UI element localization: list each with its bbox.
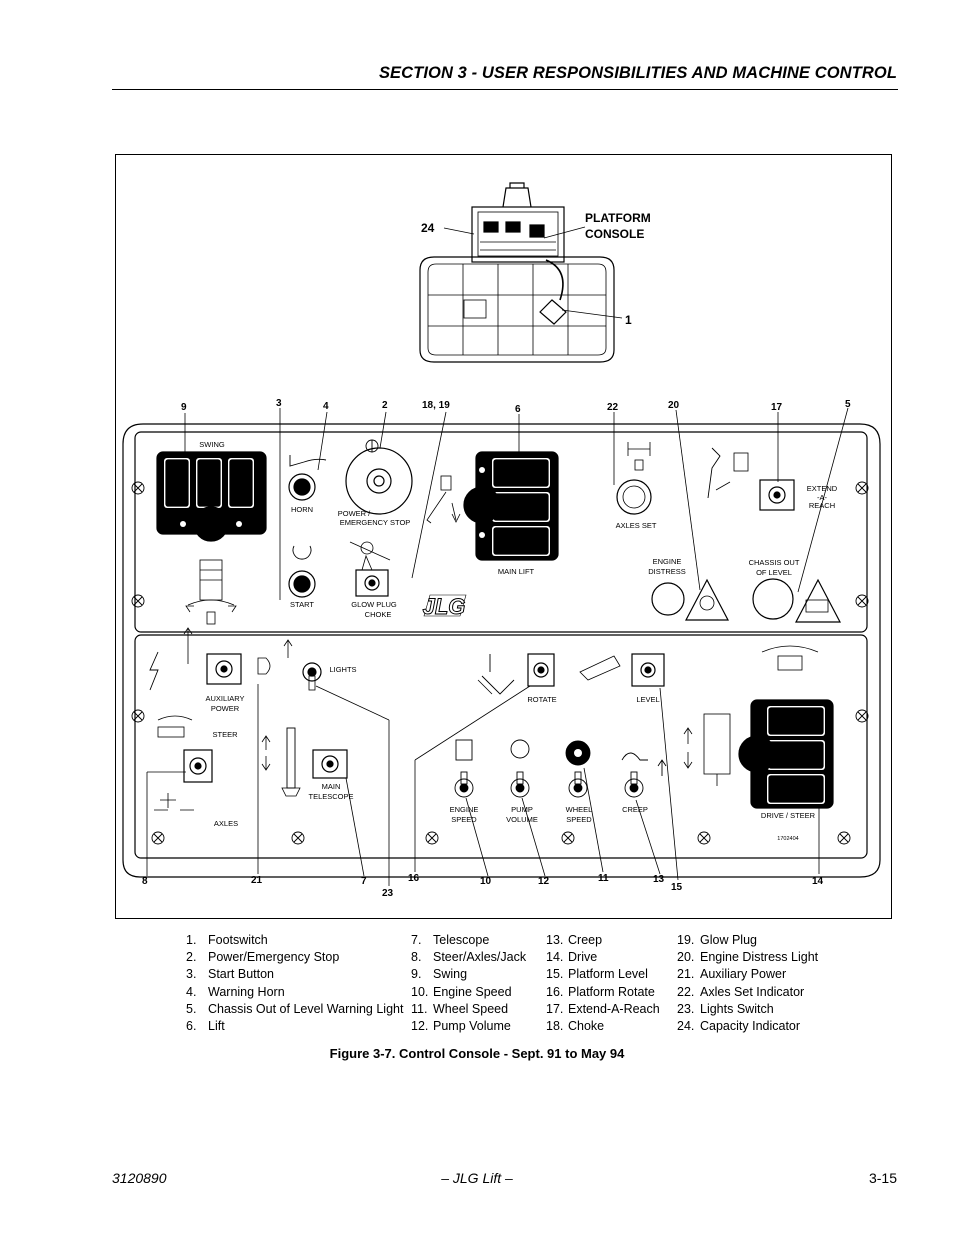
legend-column-2: 7.Telescope 8.Steer/Axles/Jack 9.Swing 1… <box>411 932 526 1035</box>
callout-1: 1 <box>625 313 632 327</box>
legend-item: 3.Start Button <box>186 967 275 982</box>
legend-item: 7.Telescope <box>411 933 490 947</box>
legend-item: 12.Pump Volume <box>411 1019 511 1034</box>
callout-14: 14 <box>812 876 824 887</box>
callout-5: 5 <box>845 399 851 410</box>
legend-item: 13.Creep <box>546 933 603 947</box>
callout-2: 2 <box>382 400 388 411</box>
page-number: 3-15 <box>868 1170 897 1186</box>
callout-3: 3 <box>276 398 282 409</box>
label-creep: CREEP <box>622 805 648 814</box>
callout-11: 11 <box>598 873 609 884</box>
label-aux-1: AUXILIARY <box>205 694 244 703</box>
legend-item: 21.Auxiliary Power <box>677 967 787 982</box>
callout-9: 9 <box>181 402 187 413</box>
callout-16: 16 <box>408 873 420 884</box>
label-axles: AXLES <box>214 819 238 828</box>
legend-item: 15.Platform Level <box>546 967 648 982</box>
header-rule <box>112 89 898 90</box>
callout-13: 13 <box>653 874 665 885</box>
ground-console-drawing <box>122 423 881 878</box>
legend-column-1: 1.Footswitch 2.Power/Emergency Stop 3.St… <box>186 932 403 1035</box>
callout-7: 7 <box>361 876 367 887</box>
document-number: 3120890 <box>112 1170 167 1186</box>
label-espeed-1: ENGINE <box>450 805 479 814</box>
legend-item: 23.Lights Switch <box>677 1001 774 1016</box>
label-chassis-2: OF LEVEL <box>756 568 792 577</box>
callout-10: 10 <box>480 876 492 887</box>
legend-item: 17.Extend-A-Reach <box>546 1001 660 1016</box>
legend-item: 10.Engine Speed <box>411 984 512 999</box>
callout-18-19: 18, 19 <box>422 400 450 411</box>
legend-item: 6.Lift <box>186 1019 225 1034</box>
platform-console-drawing <box>419 182 623 363</box>
legend-item: 1.Footswitch <box>186 933 268 947</box>
label-pump-1: PUMP <box>511 805 533 814</box>
label-engine-2: DISTRESS <box>648 567 686 576</box>
legend-item: 24.Capacity Indicator <box>677 1019 801 1034</box>
label-lights: LIGHTS <box>329 665 356 674</box>
callout-8: 8 <box>142 876 148 887</box>
legend-column-4: 19.Glow Plug 20.Engine Distress Light 21… <box>677 932 818 1035</box>
label-aux-2: POWER <box>211 704 240 713</box>
legend-item: 18.Choke <box>546 1019 605 1034</box>
legend-item: 5.Chassis Out of Level Warning Light <box>186 1001 404 1016</box>
label-level: LEVEL <box>636 695 659 704</box>
legend-item: 11.Wheel Speed <box>411 1001 509 1016</box>
callout-21: 21 <box>251 875 263 886</box>
figure-caption: Figure 3-7. Control Console - Sept. 91 t… <box>329 1046 625 1061</box>
label-power-2: EMERGENCY STOP <box>340 518 411 527</box>
label-glow-1: GLOW PLUG <box>351 600 397 609</box>
label-start: START <box>290 600 314 609</box>
label-extend-3: REACH <box>809 501 835 510</box>
legend-item: 8.Steer/Axles/Jack <box>411 950 527 965</box>
legend-item: 22.Axles Set Indicator <box>677 984 805 999</box>
callout-22: 22 <box>607 402 619 413</box>
label-pump-2: VOLUME <box>506 815 538 824</box>
label-power-1: POWER / <box>338 509 371 518</box>
legend-item: 9.Swing <box>411 967 468 982</box>
legend-item: 2.Power/Emergency Stop <box>186 950 340 965</box>
platform-label-1: PLATFORM <box>585 211 651 225</box>
label-main-lift: MAIN LIFT <box>498 567 535 576</box>
label-horn: HORN <box>291 505 313 514</box>
callout-20: 20 <box>668 400 680 411</box>
platform-label-2: CONSOLE <box>585 227 644 241</box>
jlg-logo: JLG <box>423 594 466 619</box>
label-rotate: ROTATE <box>527 695 556 704</box>
callout-17: 17 <box>771 402 783 413</box>
section-title: SECTION 3 - USER RESPONSIBILITIES AND MA… <box>378 64 897 82</box>
label-engine-1: ENGINE <box>653 557 682 566</box>
legend-item: 14.Drive <box>546 950 598 965</box>
footer-title: – JLG Lift – <box>441 1170 513 1186</box>
callout-23: 23 <box>382 888 394 899</box>
label-extend-1: EXTEND <box>807 484 838 493</box>
callout-4: 4 <box>323 401 329 412</box>
legend-item: 16.Platform Rotate <box>546 984 655 999</box>
label-extend-2: -A- <box>817 493 828 502</box>
callout-12: 12 <box>538 876 550 887</box>
label-part-no: 1702404 <box>777 836 798 842</box>
label-drive-steer: DRIVE / STEER <box>761 811 816 820</box>
label-chassis-1: CHASSIS OUT <box>749 558 800 567</box>
figure-frame <box>115 154 892 919</box>
label-espeed-2: SPEED <box>451 815 477 824</box>
label-glow-2: CHOKE <box>365 610 392 619</box>
label-axles-set: AXLES SET <box>616 521 657 530</box>
legend-item: 20.Engine Distress Light <box>677 950 819 965</box>
callout-15: 15 <box>671 882 683 893</box>
label-steer: STEER <box>212 730 238 739</box>
label-tele-1: MAIN <box>322 782 341 791</box>
label-wspeed-2: SPEED <box>566 815 592 824</box>
label-wspeed-1: WHEEL <box>566 805 593 814</box>
callout-24: 24 <box>421 221 435 235</box>
leader-lines <box>146 407 849 886</box>
legend-item: 19.Glow Plug <box>677 933 757 947</box>
legend-item: 4.Warning Horn <box>186 984 285 999</box>
label-swing: SWING <box>199 440 225 449</box>
legend-column-3: 13.Creep 14.Drive 15.Platform Level 16.P… <box>546 932 660 1035</box>
callout-6: 6 <box>515 404 521 415</box>
label-tele-2: TELESCOPE <box>308 792 353 801</box>
